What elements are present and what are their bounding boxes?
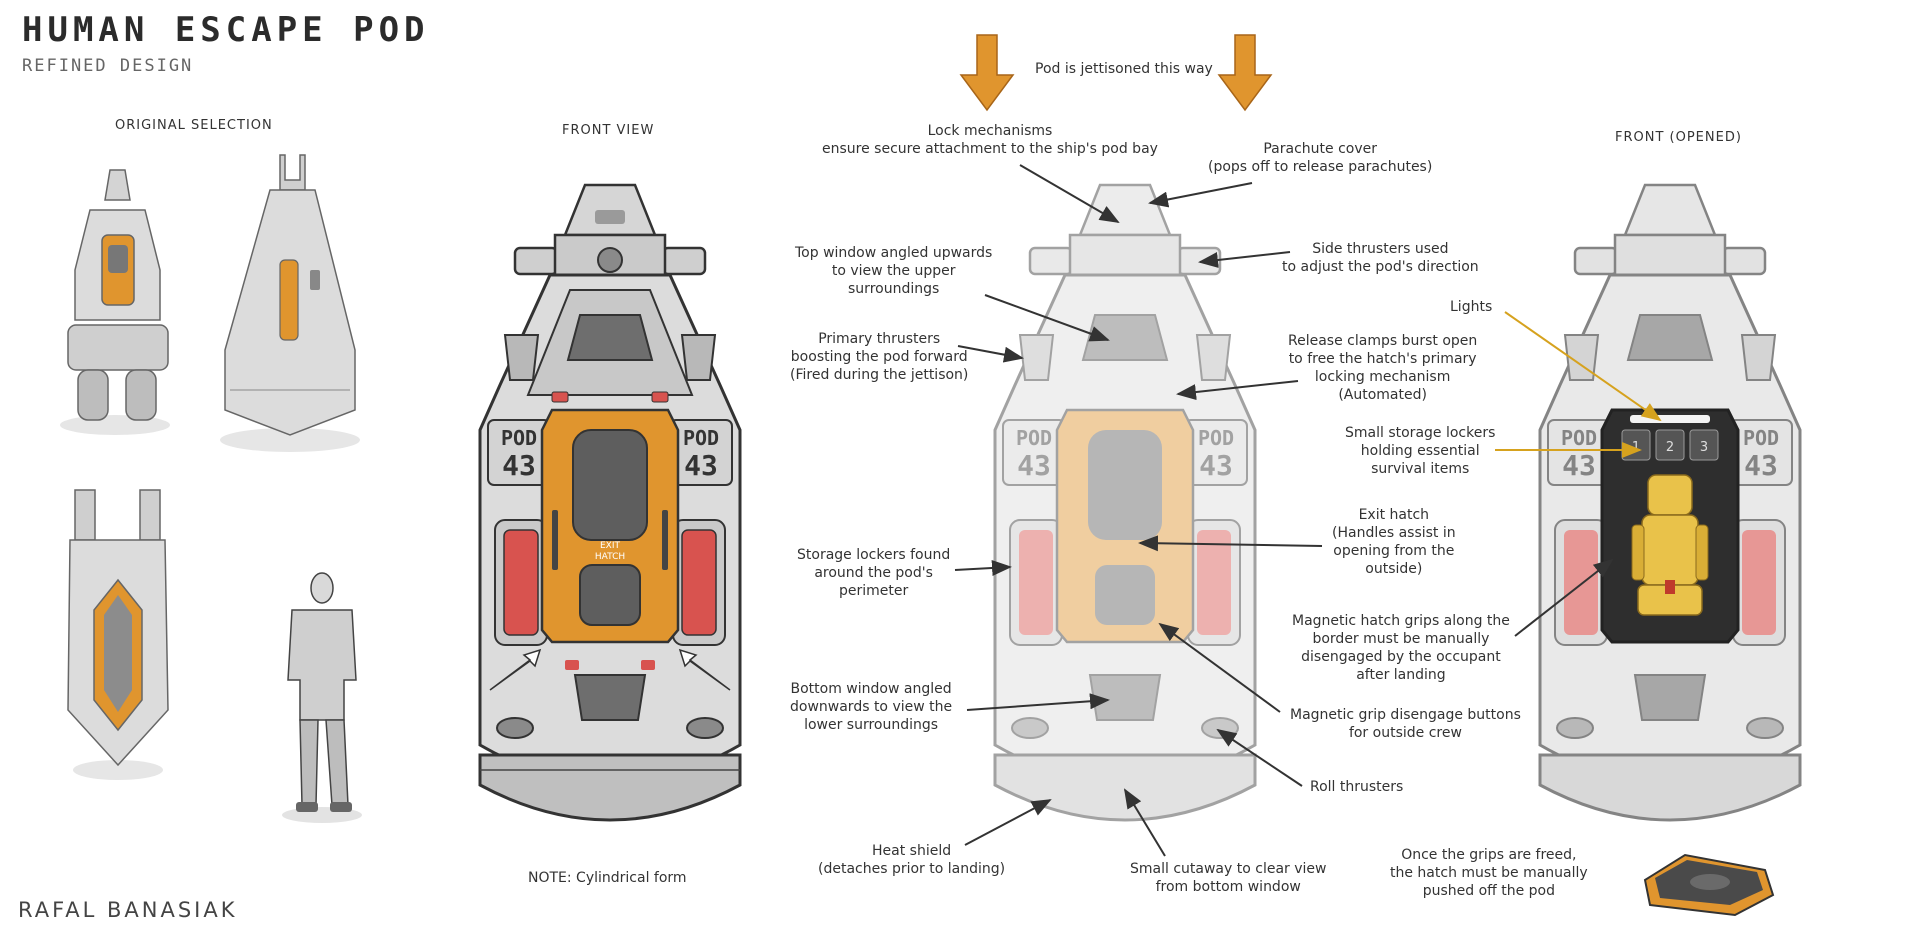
diagram-pod-label-left: POD [1016,426,1052,450]
pod-number-left: 43 [502,449,536,482]
label-exit-hatch: Exit hatch (Handles assist in opening fr… [1332,507,1456,577]
pod-label-left: POD [501,426,537,450]
opened-pod-number-left: 43 [1562,449,1596,482]
jettison-arrow-left-icon [959,34,1015,112]
front-view-pod: POD 43 POD 43 EXIT HATCH [478,183,742,822]
exit-hatch-text-1: EXIT [600,541,621,551]
label-roll-thrusters: Roll thrusters [1310,779,1404,795]
author-signature: RAFAL BANASIAK [18,898,238,922]
label-small-lockers: Small storage lockers holding essential … [1345,425,1496,477]
exit-hatch-text-2: HATCH [595,552,625,562]
original-sketch-1 [60,169,170,435]
opened-pod: POD 43 POD 43 1 2 3 [1538,183,1802,822]
label-primary-thrusters: Primary thrusters boosting the pod forwa… [790,331,969,383]
opened-pod-label-right: POD [1743,426,1779,450]
page-title: HUMAN ESCAPE POD [22,10,430,50]
original-sketches [60,154,362,823]
label-storage-lockers: Storage lockers found around the pod's p… [797,547,951,599]
locker-number-3: 3 [1700,440,1708,455]
label-parachute-cover: Parachute cover (pops off to release par… [1208,141,1433,175]
label-side-thrusters: Side thrusters used to adjust the pod's … [1282,241,1479,275]
pod-body: POD 43 POD 43 EXIT HATCH [478,183,742,822]
original-selection-heading: ORIGINAL SELECTION [115,118,273,133]
locker-number-1: 1 [1632,440,1640,455]
pod-number-right: 43 [684,449,718,482]
jettison-arrow-right-icon [1217,34,1273,112]
label-lights: Lights [1450,299,1493,315]
label-release-clamps: Release clamps burst open to free the ha… [1288,333,1478,403]
label-hatch-freed: Once the grips are freed, the hatch must… [1390,847,1588,899]
original-sketch-3 [67,489,169,780]
original-sketch-2 [220,154,360,452]
page-subtitle: REFINED DESIGN [22,56,194,76]
occupant-seat [1631,474,1709,616]
label-top-window: Top window angled upwards to view the up… [795,245,993,297]
detached-hatch [1643,853,1775,917]
diagram-pod-label-right: POD [1198,426,1234,450]
jettison-label: Pod is jettisoned this way [1035,61,1213,77]
opened-pod-number-right: 43 [1744,449,1778,482]
label-bottom-window: Bottom window angled downwards to view t… [790,681,953,733]
label-cutaway: Small cutaway to clear view from bottom … [1130,861,1327,895]
front-opened-heading: FRONT (OPENED) [1615,130,1742,145]
diagram-pod: POD 43 POD 43 [993,183,1257,822]
label-heat-shield: Heat shield (detaches prior to landing) [818,843,1006,877]
diagram-pod-number-right: 43 [1199,449,1233,482]
opened-pod-label-left: POD [1561,426,1597,450]
diagram-pod-number-left: 43 [1017,449,1051,482]
locker-number-2: 2 [1666,440,1674,455]
label-lock-mechanisms: Lock mechanisms ensure secure attachment… [822,123,1158,157]
interior-light [1630,415,1710,423]
jettison-arrows [959,34,1273,112]
label-magnetic-grips: Magnetic hatch grips along the border mu… [1292,613,1510,683]
front-view-heading: FRONT VIEW [562,123,655,138]
label-grip-buttons: Magnetic grip disengage buttons for outs… [1290,707,1521,741]
front-view-note: NOTE: Cylindrical form [528,870,687,886]
human-figure [282,572,362,823]
pod-label-right: POD [683,426,719,450]
